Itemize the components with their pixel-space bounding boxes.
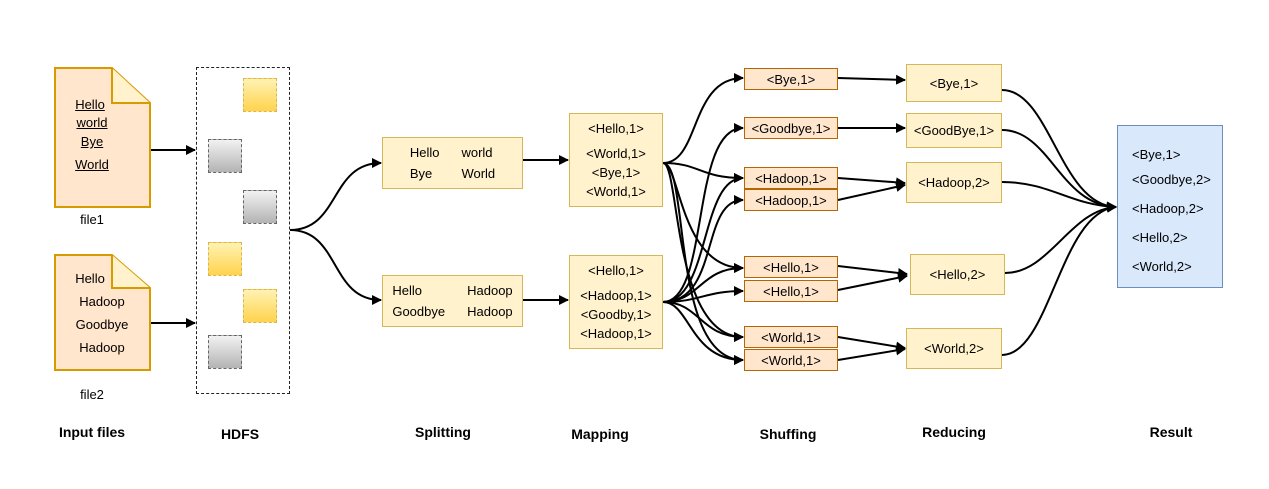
arrow-shuffle-bye-reduce: [837, 74, 906, 85]
shuffle-box: <World,1>: [744, 326, 838, 348]
arrow-shuffle-world2-reduce: [837, 345, 906, 361]
split-box-2: Hello Hadoop Goodbye Hadoop: [382, 275, 523, 327]
document-icon: [54, 254, 151, 371]
shuffle-box: <Hello,1>: [744, 256, 838, 278]
split-word: world: [461, 145, 493, 160]
map-pair: <World,1>: [586, 184, 646, 199]
hdfs-block: [243, 289, 277, 323]
hdfs-block: [243, 190, 277, 224]
arrow-shuffle-hadoop1-reduce: [837, 177, 906, 188]
reduce-box: <World,2>: [906, 328, 1002, 369]
reduce-box: <Hello,2>: [910, 254, 1005, 295]
arrow-map2-world1: [662, 301, 744, 342]
arrow-reduce-hadoop-result: [1001, 181, 1117, 212]
stage-label-input-files: Input files: [58, 424, 126, 440]
arrow-map1-world2: [662, 162, 744, 365]
hdfs-block: [208, 139, 242, 173]
arrow-reduce-goodbye-result: [1001, 129, 1117, 212]
arrow-map2-world2: [662, 301, 744, 365]
arrow-map2-hello2: [662, 286, 744, 303]
stage-label-mapping: Mapping: [571, 426, 629, 442]
hdfs-block: [208, 335, 242, 369]
file2-line-2: Hadoop: [79, 294, 125, 309]
map-pair: <World,1>: [586, 146, 646, 161]
arrow-shuffle-hadoop2-reduce: [837, 182, 906, 201]
split-word: Hadoop: [467, 283, 513, 298]
arrow-reduce-hello-result: [1004, 202, 1117, 274]
shuffle-box: <Goodbye,1>: [744, 117, 838, 139]
hdfs-block: [243, 78, 277, 112]
file2-line-1: Hello: [75, 271, 105, 286]
map-box-1: <Hello,1> <World,1> <Bye,1> <World,1>: [569, 113, 663, 207]
split-box-1: Hello world Bye World: [382, 137, 523, 189]
stage-label-splitting: Splitting: [415, 424, 471, 440]
hdfs-container: [196, 67, 290, 394]
split-word: Hello: [409, 145, 440, 160]
map-box-2: <Hello,1> <Hadoop,1> <Goodby,1> <Hadoop,…: [569, 255, 663, 349]
split-word: World: [461, 166, 496, 181]
stage-label-hdfs: HDFS: [220, 426, 260, 442]
reduce-box: <Bye,1>: [906, 64, 1002, 102]
map-pair: <Hello,1>: [588, 121, 644, 136]
reduce-box: <GoodBye,1>: [906, 113, 1002, 148]
shuffle-box: <World,1>: [744, 349, 838, 371]
arrow-map1-bye: [662, 73, 744, 164]
split-word: Bye: [409, 166, 433, 181]
stage-label-result: Result: [1149, 424, 1193, 440]
file2-document: Hello Hadoop Goodbye Hadoop: [54, 254, 151, 371]
result-line: <Hadoop,2>: [1132, 201, 1204, 216]
arrow-map2-goodbye: [662, 123, 744, 303]
shuffle-box: <Bye,1>: [744, 68, 838, 90]
result-line: <Hello,2>: [1132, 230, 1188, 245]
arrow-map2-hadoop2: [662, 195, 744, 303]
file1-line-2: world: [76, 115, 108, 130]
file2-line-4: Hadoop: [79, 340, 125, 355]
map-pair: <Bye,1>: [591, 165, 641, 180]
arrow-map1-hello1: [662, 162, 744, 273]
stage-label-shuffling: Shuffing: [759, 426, 817, 442]
file1-line-4: World: [75, 157, 109, 172]
result-line: <Bye,1>: [1132, 147, 1181, 162]
file1-label: file1: [80, 212, 104, 227]
file1-line-3: Bye: [80, 134, 104, 149]
file1-document: Hello world Bye World: [54, 67, 151, 208]
file1-line-1: Hello: [75, 97, 105, 112]
arrow-map1-world1: [662, 162, 744, 342]
split-word: Goodbye: [392, 304, 446, 319]
shuffle-box: <Hadoop,1>: [744, 189, 838, 211]
reduce-box: <Hadoop,2>: [906, 162, 1002, 203]
arrow-map1-hadoop1: [662, 162, 744, 183]
arrow-hdfs-split2: [289, 229, 382, 305]
stage-label-reducing: Reducing: [922, 424, 986, 440]
arrow-shuffle-hello2-reduce: [837, 272, 908, 291]
hdfs-block: [208, 242, 242, 276]
split-word: Hello: [392, 283, 422, 298]
map-pair: <Hadoop,1>: [580, 326, 652, 341]
result-box: <Bye,1> <Goodbye,2> <Hadoop,2> <Hello,2>…: [1117, 125, 1223, 288]
result-line: <Goodbye,2>: [1132, 172, 1211, 187]
document-icon: [54, 67, 151, 208]
file2-label: file2: [80, 387, 104, 402]
shuffle-box: <Hello,1>: [744, 280, 838, 302]
split-word: Hadoop: [467, 304, 513, 319]
arrow-map2-hadoop1: [662, 173, 744, 303]
map-pair: <Goodby,1>: [580, 307, 652, 322]
result-line: <World,2>: [1132, 259, 1192, 274]
arrow-hdfs-split1: [289, 158, 382, 231]
file2-line-3: Goodbye: [75, 317, 129, 332]
arrow-reduce-world-result: [1001, 202, 1117, 356]
arrow-shuffle-hello1-reduce: [837, 265, 908, 278]
arrow-reduce-bye-result: [1001, 89, 1117, 212]
map-pair: <Hadoop,1>: [580, 288, 652, 303]
map-pair: <Hello,1>: [588, 263, 644, 278]
arrow-shuffle-world1-reduce: [837, 336, 906, 352]
shuffle-box: <Hadoop,1>: [744, 167, 838, 189]
